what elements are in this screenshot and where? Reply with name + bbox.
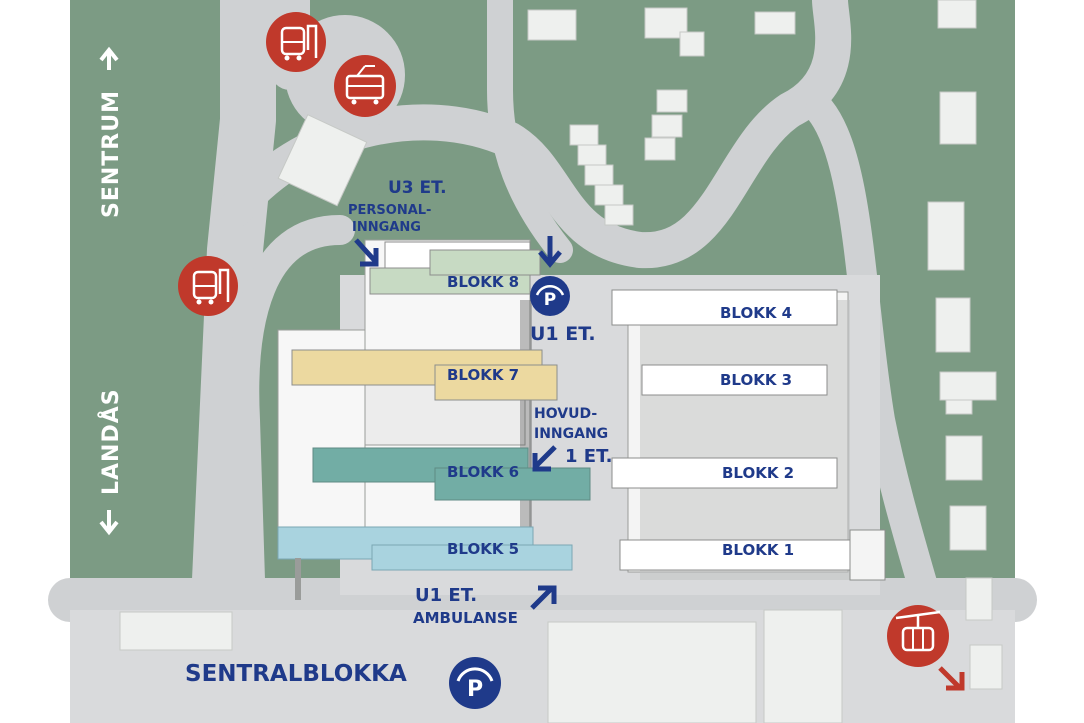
svg-text:P: P [467,677,483,702]
sentrum-direction: SENTRUM [99,46,124,218]
blokk-8-shape [369,241,541,295]
blokk-8-label: BLOKK 8 [447,273,519,291]
staff-entrance-arrow-icon [354,238,379,267]
sentrum-label: SENTRUM [99,90,124,218]
main-entrance-arrow-icon [532,445,557,472]
main-level-label: 1 ET. [565,446,612,467]
blokk-5-label: BLOKK 5 [447,540,519,558]
blokk-2-label: BLOKK 2 [722,464,794,482]
blokk-4-label: BLOKK 4 [720,304,792,322]
parking-icon: P [530,276,570,316]
bus-icon [266,12,326,72]
blokk-1-label: BLOKK 1 [722,541,794,559]
staff-entrance-line2: INNGANG [352,220,421,235]
blokk-7-label: BLOKK 7 [447,366,519,384]
blokk-6-label: BLOKK 6 [447,463,519,481]
cable-car-arrow-icon [938,666,965,691]
u3-level-label: U3 ET. [388,178,447,198]
ambulance-arrow-icon [530,585,557,610]
landas-label: LANDÅS [98,388,124,495]
arrow-up-icon [99,46,119,70]
parking-level-label: U1 ET. [530,323,596,345]
ambulance-level-label: U1 ET. [415,585,477,606]
blokk-6-shape [312,447,591,501]
landas-direction: LANDÅS [98,388,124,536]
blokk-5-shape [277,526,573,600]
surrounding-buildings [119,0,1003,723]
parking-icon: P [449,657,501,709]
east-wing [611,289,886,581]
blokk-3-label: BLOKK 3 [720,371,792,389]
main-entrance-line2: INNGANG [534,426,608,442]
parking-entrance-arrow-icon [538,236,562,268]
cable-car-icon [887,605,949,667]
staff-entrance-line1: PERSONAL- [348,203,431,218]
main-entrance-line1: HOVUD- [534,406,597,422]
ambulance-label: AMBULANSE [413,609,518,627]
sentralblokka-title: SENTRALBLOKKA [185,661,407,687]
blokk-7-shape [291,349,558,401]
arrow-down-icon [99,510,119,536]
svg-text:P: P [544,290,556,310]
tram-icon [334,55,396,117]
bus-icon [178,256,238,316]
